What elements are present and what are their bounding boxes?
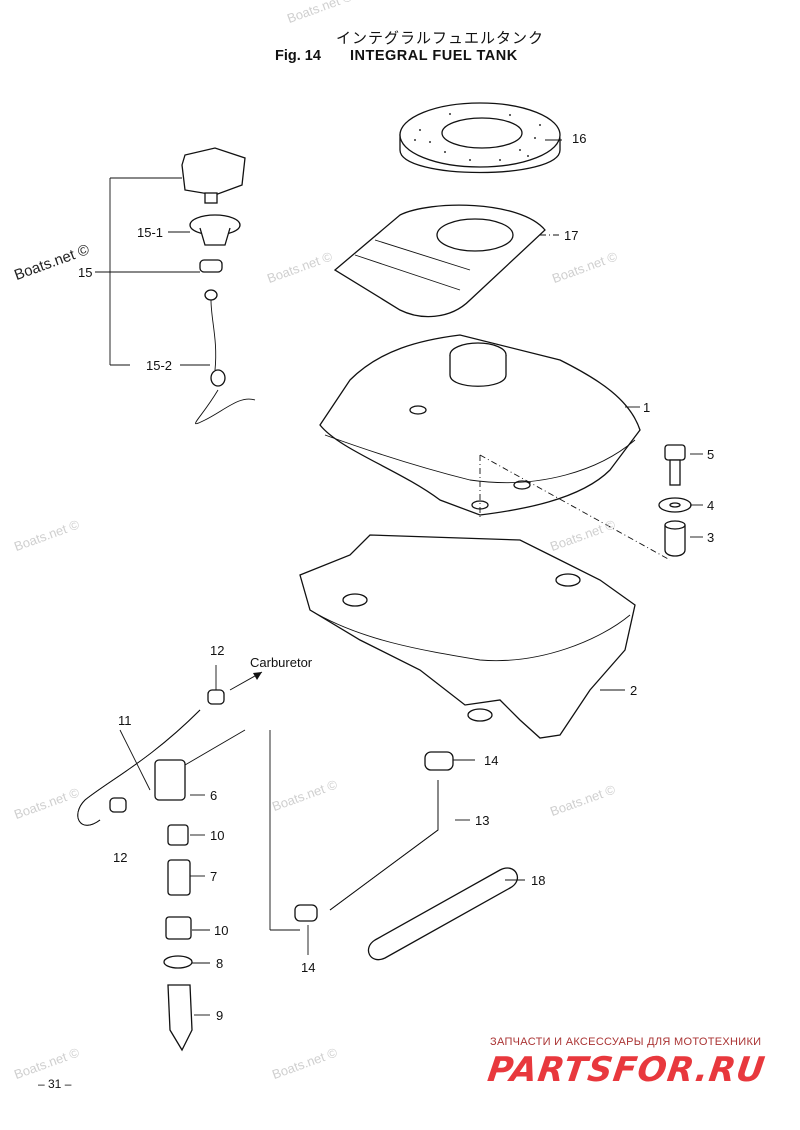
fuel-cock-and-hoses	[77, 689, 519, 1052]
callout-7: 7	[210, 869, 218, 884]
callout-17: 17	[564, 228, 579, 243]
callout-10-bottom: 10	[214, 923, 229, 938]
part-17-gasket-sheet	[333, 204, 546, 318]
callout-8: 8	[216, 956, 224, 971]
callout-1: 1	[643, 400, 651, 415]
carburetor-label: Carburetor	[250, 655, 313, 670]
callout-14-top: 14	[484, 753, 499, 768]
callout-15-1: 15-1	[137, 225, 164, 240]
callout-18: 18	[531, 873, 546, 888]
callout-9: 9	[216, 1008, 224, 1023]
part-16-foam-ring	[399, 102, 561, 174]
callout-12-bottom: 12	[113, 850, 128, 865]
callout-15-2: 15-2	[146, 358, 173, 373]
page-number: – 31 –	[38, 1077, 72, 1091]
part-5-bolt	[664, 444, 686, 486]
part-1-tank-upper	[319, 334, 641, 516]
callout-12-top: 12	[210, 643, 225, 658]
callout-16: 16	[572, 131, 587, 146]
japanese-title: インテグラルフュエルタンク	[335, 29, 544, 47]
callout-4: 4	[707, 498, 715, 513]
figure-number: Fig. 14	[275, 48, 321, 64]
part-4-washer	[658, 497, 692, 513]
callout-3: 3	[707, 530, 715, 545]
callout-13: 13	[475, 813, 490, 828]
callout-11: 11	[118, 713, 132, 728]
figure-title: INTEGRAL FUEL TANK	[350, 48, 518, 64]
part-3-collar	[664, 520, 686, 557]
callout-14-bottom: 14	[301, 960, 316, 975]
callout-15: 15	[78, 265, 93, 280]
leader-lines	[95, 139, 703, 1016]
callout-6: 6	[210, 788, 218, 803]
part-2-tank-lower	[299, 534, 636, 739]
part-15-filler-cap	[181, 147, 256, 425]
callout-2: 2	[630, 683, 638, 698]
callout-5: 5	[707, 447, 715, 462]
callout-10-top: 10	[210, 828, 225, 843]
promo-text: ЗАПЧАСТИ И АКСЕССУАРЫ ДЛЯ МОТОТЕХНИКИ	[490, 1036, 762, 1048]
brand-logo-text: PARTSFOR.RU	[485, 1050, 768, 1090]
